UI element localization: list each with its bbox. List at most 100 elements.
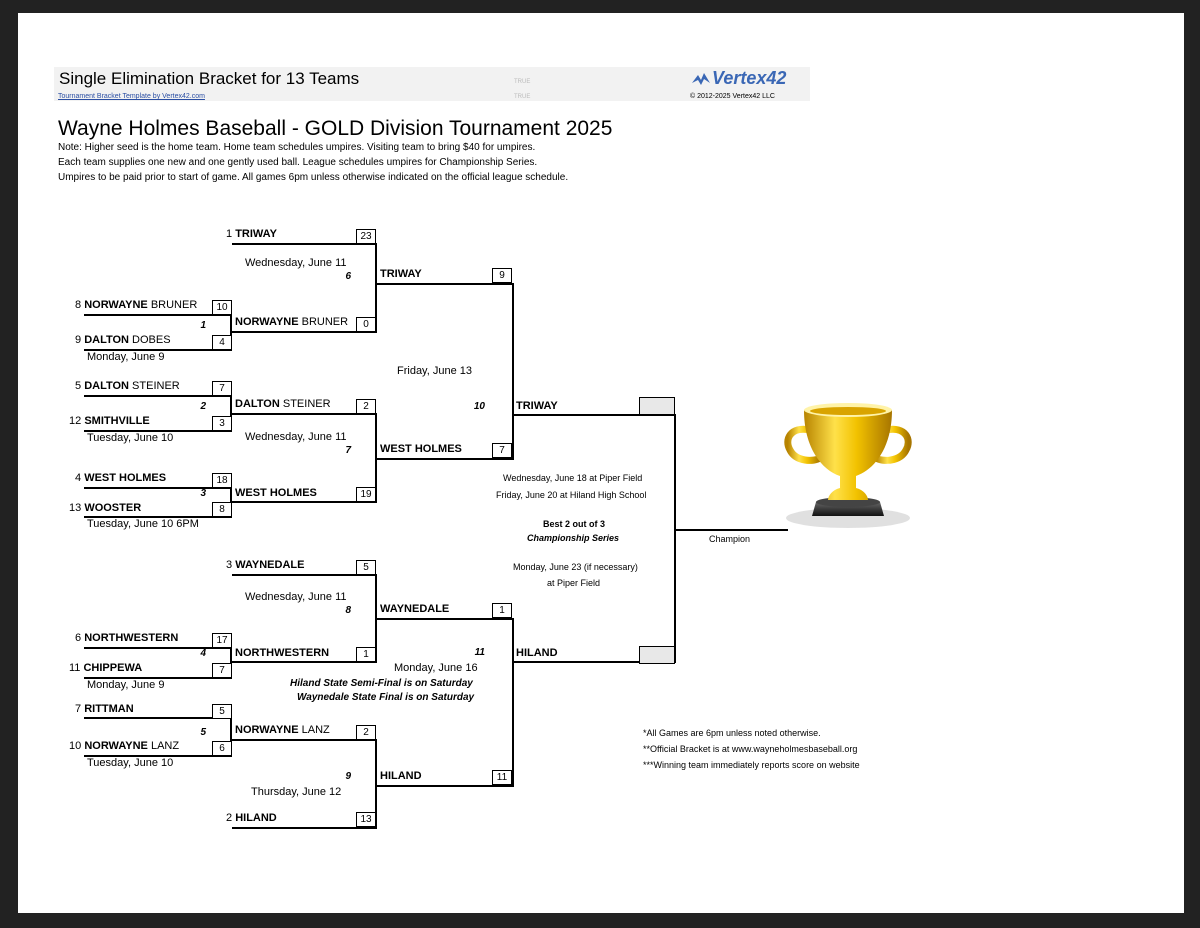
bracket-line: [512, 618, 514, 787]
finalist-top: TRIWAY: [516, 400, 558, 412]
bracket-line: [377, 458, 514, 460]
game-number: 1: [200, 320, 206, 331]
game-date: Wednesday, June 11: [245, 591, 347, 603]
bracket-line: [230, 395, 232, 432]
game-number: 9: [345, 771, 351, 782]
bracket-line: [377, 785, 514, 787]
true-flag: TRUE: [514, 94, 531, 100]
note-line: Umpires to be paid prior to start of gam…: [58, 172, 569, 183]
game-number: 11: [474, 647, 485, 658]
score-box[interactable]: 7: [492, 443, 512, 458]
footnote: *All Games are 6pm unless noted otherwis…: [643, 728, 821, 738]
bracket-line: [232, 331, 377, 333]
game-date: Wednesday, June 11: [245, 431, 347, 443]
winner-game-5: NORWAYNE LANZ: [235, 724, 330, 736]
game-number: 5: [200, 727, 206, 738]
score-box[interactable]: 1: [356, 647, 376, 662]
bracket-sheet: [18, 13, 1184, 913]
template-title: Single Elimination Bracket for 13 Teams: [59, 69, 360, 88]
bracket-line: [232, 661, 377, 663]
score-box[interactable]: 1: [492, 603, 512, 618]
team-seed-2: 2 HILAND: [226, 812, 277, 824]
score-box[interactable]: 18: [212, 473, 232, 488]
bracket-line: [512, 283, 514, 460]
team-seed-12: 12 SMITHVILLE: [69, 415, 150, 427]
score-box[interactable]: 9: [492, 268, 512, 283]
note-line: Note: Higher seed is the home team. Home…: [58, 142, 536, 153]
team-seed-11: 11 CHIPPEWA: [69, 662, 143, 674]
score-box[interactable]: 2: [356, 399, 376, 414]
team-seed-1: 1 TRIWAY: [226, 228, 277, 240]
winner-game-4: NORTHWESTERN: [235, 647, 330, 659]
score-box[interactable]: 19: [356, 487, 376, 502]
bracket-line: [232, 413, 377, 415]
score-box[interactable]: 7: [212, 663, 232, 678]
tournament-title: Wayne Holmes Baseball - GOLD Division To…: [58, 117, 613, 140]
team-seed-4: 4 WEST HOLMES: [75, 472, 167, 484]
score-box[interactable]: 6: [212, 741, 232, 756]
game-number: 6: [345, 271, 351, 282]
bracket-line: [232, 739, 377, 741]
team-seed-8: 8 NORWAYNE BRUNER: [75, 299, 198, 311]
series-score-box[interactable]: [639, 397, 675, 415]
winner-game-6: TRIWAY: [380, 268, 422, 280]
team-seed-7: 7 RITTMAN: [75, 703, 134, 715]
team-seed-3: 3 WAYNEDALE: [226, 559, 305, 571]
template-header: Single Elimination Bracket for 13 Teams …: [54, 67, 810, 101]
score-box[interactable]: 5: [356, 560, 376, 575]
bracket-line: [230, 314, 232, 351]
score-box[interactable]: 10: [212, 300, 232, 315]
footnote: **Official Bracket is at www.wayneholmes…: [643, 744, 858, 754]
series-schedule: Monday, June 23 (if necessary): [513, 562, 638, 572]
bracket-line: [84, 717, 232, 719]
game-date: Wednesday, June 11: [245, 257, 347, 269]
bracket-line: [232, 827, 377, 829]
score-box[interactable]: 23: [356, 229, 376, 244]
score-box[interactable]: 4: [212, 335, 232, 350]
game-date: Tuesday, June 10: [87, 432, 174, 444]
bracket-line: [375, 413, 377, 503]
winner-game-2: DALTON STEINER: [235, 398, 331, 410]
bracket-line: [377, 283, 514, 285]
bracket-line: [230, 717, 232, 757]
game-date: Monday, June 9: [87, 351, 165, 363]
footnote: ***Winning team immediately reports scor…: [643, 760, 860, 770]
score-box[interactable]: 11: [492, 770, 512, 785]
bracket-line: [84, 487, 232, 489]
team-seed-13: 13 WOOSTER: [69, 502, 142, 514]
series-score-box[interactable]: [639, 646, 675, 664]
bracket-line: [84, 516, 232, 518]
game-date: Friday, June 13: [397, 365, 473, 377]
score-box[interactable]: 8: [212, 502, 232, 517]
template-link[interactable]: Tournament Bracket Template by Vertex42.…: [58, 93, 205, 100]
finalist-bottom: HILAND: [516, 647, 558, 659]
bracket-line: [84, 647, 232, 649]
game-number: 8: [345, 605, 351, 616]
bracket-line: [514, 414, 676, 416]
game-date: Monday, June 16: [394, 662, 478, 674]
bracket-line: [84, 430, 232, 432]
bracket-line: [84, 349, 232, 351]
bracket-line: [674, 414, 676, 663]
vertex42-logo-icon: [692, 73, 710, 85]
champion-label: Champion: [709, 534, 751, 544]
score-box[interactable]: 3: [212, 416, 232, 431]
score-box[interactable]: 13: [356, 812, 376, 827]
game-date: Tuesday, June 10: [87, 757, 174, 769]
note-line: Each team supplies one new and one gentl…: [58, 157, 538, 168]
winner-game-7: WEST HOLMES: [380, 443, 462, 455]
score-box[interactable]: 2: [356, 725, 376, 740]
team-seed-10: 10 NORWAYNE LANZ: [69, 740, 180, 752]
trophy-icon: [784, 403, 912, 528]
score-box[interactable]: 5: [212, 704, 232, 719]
score-box[interactable]: 0: [356, 317, 376, 332]
bracket-line: [375, 243, 377, 333]
vertex42-logo-text: Vertex42: [712, 68, 787, 88]
score-box[interactable]: 17: [212, 633, 232, 648]
score-box[interactable]: 7: [212, 381, 232, 396]
bracket-line: [377, 618, 514, 620]
state-final-note: Waynedale State Final is on Saturday: [297, 692, 475, 703]
bracket-line: [375, 739, 377, 829]
series-schedule: Friday, June 20 at Hiland High School: [496, 490, 647, 500]
